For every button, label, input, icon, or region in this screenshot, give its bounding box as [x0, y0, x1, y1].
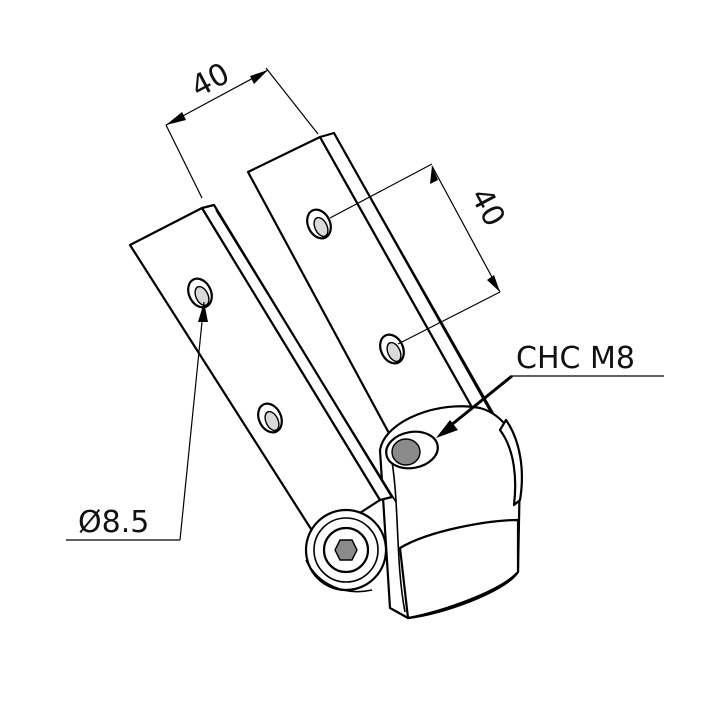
- right-plate: [246, 131, 497, 452]
- pivot-screw: [304, 508, 388, 593]
- counterbore-hole: [385, 430, 439, 470]
- right-plate-hole-bottom: [379, 333, 405, 365]
- left-plate-hole-bottom: [257, 402, 283, 434]
- left-plate: [128, 203, 397, 542]
- dimension-plate-spacing-label: 40: [185, 56, 235, 105]
- right-plate-hole-top: [306, 208, 332, 240]
- callout-hole-diameter: Ø8.5: [66, 301, 208, 541]
- callout-screw-label: CHC M8: [516, 341, 635, 376]
- callout-screw: CHC M8: [436, 341, 664, 438]
- left-plate-hole-top: [187, 277, 213, 309]
- dimension-hole-spacing-label: 40: [463, 182, 512, 232]
- callout-hole-diameter-label: Ø8.5: [78, 505, 149, 540]
- hinge-block: [378, 405, 523, 620]
